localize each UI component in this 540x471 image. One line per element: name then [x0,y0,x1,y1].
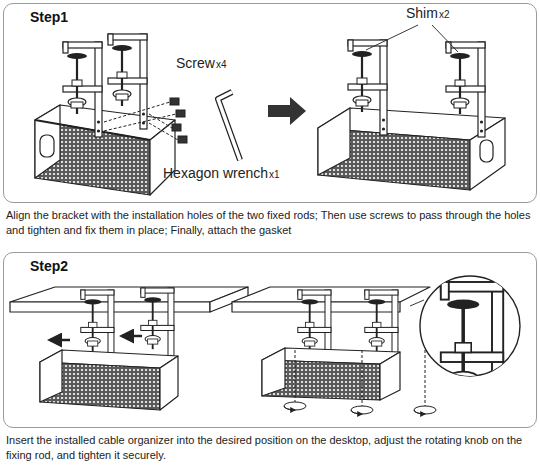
instruction-note: Align the bracket with the installation … [6,208,534,238]
step-panel: Step2 [3,252,537,428]
part-name: Hexagon wrench [163,166,268,181]
step-heading: Step1 [30,9,68,25]
part-name: Screw [176,56,215,71]
quantity: x1 [269,169,280,180]
instruction-note: Insert the installed cable organizer int… [6,433,534,463]
quantity: x2 [439,9,450,20]
quantity: x4 [216,59,227,70]
part-name: Shim [406,6,438,21]
step-heading: Step2 [30,258,68,274]
